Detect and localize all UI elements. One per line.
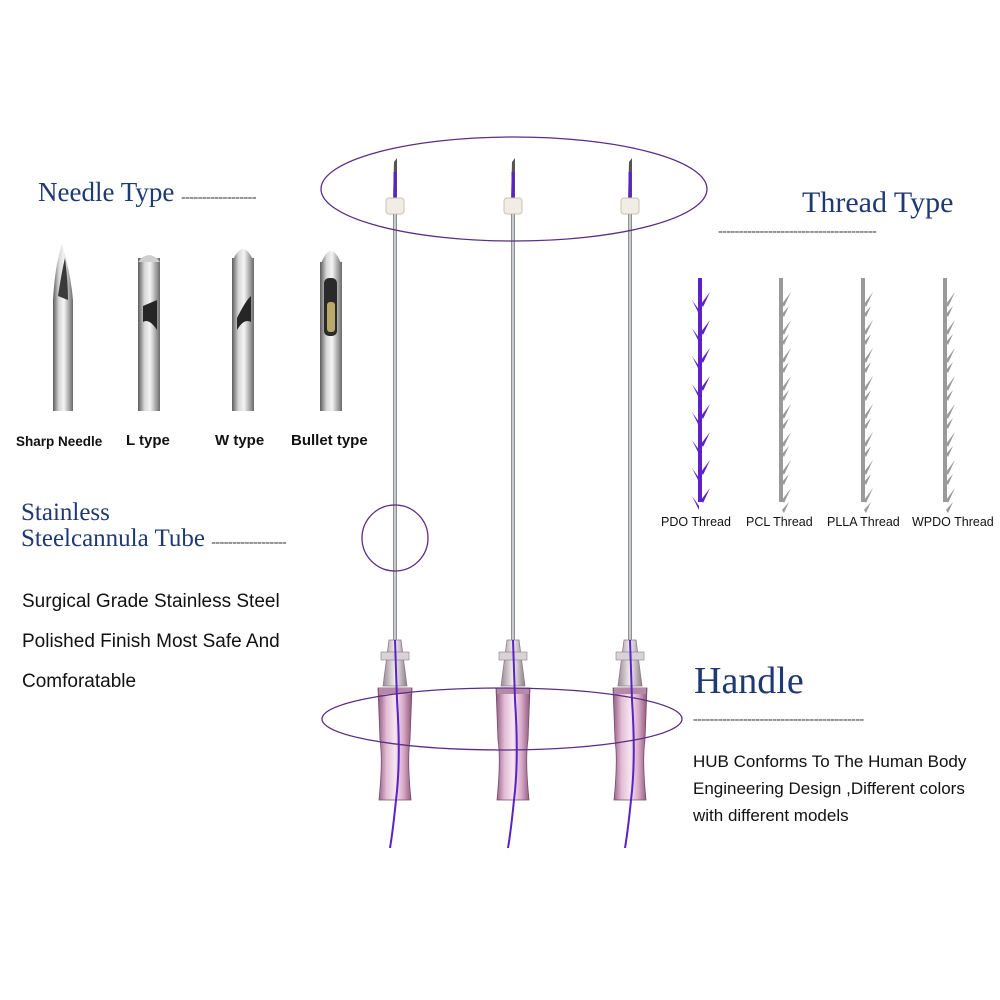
needle-sample-bullet-type: [320, 251, 342, 411]
thread-caption-pcl: PCL Thread: [746, 515, 813, 529]
cannula-title-line1: Stainless: [21, 499, 110, 526]
handle-description: HUB Conforms To The Human Body Engineeri…: [693, 748, 966, 829]
needle-sample-sharp: [53, 244, 73, 411]
needle-caption-w: W type: [215, 432, 265, 449]
needle-caption-l: L type: [126, 432, 170, 449]
needle-type-heading: Needle Type ------------------: [38, 177, 256, 208]
handle-leader: ----------------------------------------…: [693, 712, 864, 727]
needle-tip-highlight-circle: [320, 136, 708, 242]
steel-description-line: Surgical Grade Stainless Steel: [22, 591, 280, 612]
cannula-title-line2: Steelcannula Tube: [21, 525, 206, 552]
needle-sample-w-type: [232, 249, 254, 411]
steel-description-line: Comforatable: [22, 671, 137, 692]
thread-caption-pdo: PDO Thread: [661, 515, 731, 529]
thread-type-title: Thread Type: [802, 186, 954, 219]
thread-sample: [861, 278, 873, 513]
thread-type-leader: --------------------------------------: [718, 224, 877, 239]
cannula-leader: ------------------: [211, 535, 287, 550]
handle-highlight-circle: [321, 687, 683, 751]
thread-sample: [692, 278, 710, 510]
handle-title: Handle: [694, 660, 804, 702]
thread-sample: [943, 278, 955, 513]
needle-type-title: Needle Type: [38, 177, 175, 207]
handle-description-line: HUB Conforms To The Human Body: [693, 752, 967, 771]
steel-description-line: Polished Finish Most Safe And: [22, 631, 280, 652]
cannula-highlight-circle: [361, 504, 429, 572]
handle-description-line: with different models: [693, 806, 849, 825]
steel-description: Surgical Grade Stainless Steel Polished …: [22, 582, 280, 702]
needle-caption-sharp: Sharp Needle: [16, 434, 103, 449]
needle-caption-bullet: Bullet type: [291, 432, 368, 449]
thread-sample: [779, 278, 791, 513]
cannula-heading: Stainless Steelcannula Tube ------------…: [21, 499, 287, 556]
needle-assembly: [612, 158, 648, 849]
needle-type-leader: ------------------: [181, 190, 256, 205]
needle-sample-l-type: [138, 255, 160, 411]
thread-caption-plla: PLLA Thread: [827, 515, 900, 529]
needle-assembly: [495, 158, 531, 849]
handle-description-line: Engineering Design ,Different colors: [693, 779, 965, 798]
thread-caption-wpdo: WPDO Thread: [912, 515, 994, 529]
